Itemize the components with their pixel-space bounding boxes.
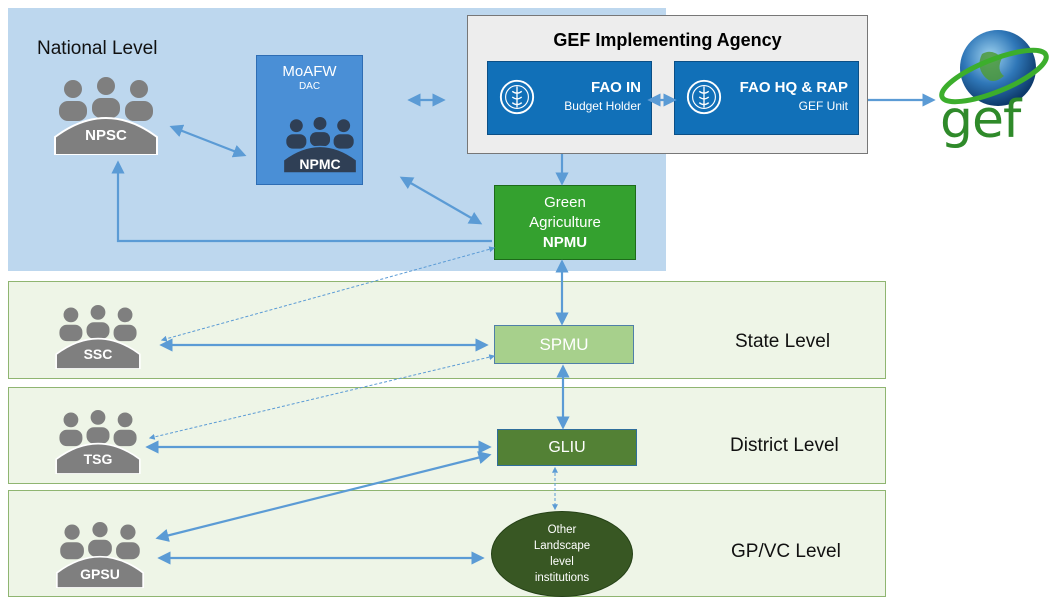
gp-level-label: GP/VC Level [731, 541, 841, 562]
npsc-committee-icon [53, 77, 159, 155]
npmc-committee-icon [282, 116, 358, 174]
budget-holder-label: Budget Holder [564, 99, 641, 113]
gliu-label: GLIU [548, 438, 586, 456]
arrow-npmu-npsc [111, 160, 492, 243]
dashed-arrow-spmu-tsg [148, 354, 496, 440]
arrow-npsc-npmc [169, 124, 247, 158]
gef-logo: gef [930, 20, 1050, 160]
fao-in-box: FAO IN Budget Holder [487, 61, 652, 135]
tsg-committee-icon [53, 410, 143, 474]
npmc-label: NPMC [299, 156, 341, 172]
gpsu-label: GPSU [80, 566, 120, 582]
dashed-arrow-npmu-ssc [160, 246, 496, 342]
fao-logo-icon [686, 79, 722, 115]
spmu-label: SPMU [539, 334, 589, 354]
other-landscape-institutions-ellipse: Other Landscape level institutions [491, 511, 633, 597]
other-line4: institutions [534, 572, 590, 584]
arrow-npmc-npmu [399, 176, 483, 225]
npmu-line2: Agriculture [529, 213, 601, 231]
moafw-label: MoAFW [282, 63, 337, 80]
gliu-box: GLIU [497, 429, 637, 466]
dac-label: DAC [298, 81, 321, 92]
fao-logo-icon [499, 79, 535, 115]
other-line2: Landscape [533, 540, 591, 552]
state-level-label: State Level [735, 331, 831, 352]
ssc-committee-icon [53, 305, 143, 369]
tsg-label: TSG [83, 451, 113, 467]
spmu-box: SPMU [494, 325, 634, 364]
globe-icon [939, 30, 1049, 106]
gpsu-committee-icon [53, 522, 147, 588]
other-line1: Other [547, 524, 577, 536]
fao-hq-box: FAO HQ & RAP GEF Unit [674, 61, 859, 135]
npmu-line1: Green [544, 193, 586, 211]
gef-logo-text: gef [940, 90, 1021, 150]
fao-in-label: FAO IN [590, 79, 641, 96]
ssc-label: SSC [83, 346, 113, 362]
national-level-label: National Level [37, 38, 158, 59]
npsc-label: NPSC [85, 127, 127, 144]
fao-hq-label: FAO HQ & RAP [739, 79, 848, 96]
arrow-gpsu-gliu [155, 451, 492, 542]
gef-agency-title: GEF Implementing Agency [553, 30, 782, 50]
other-line3: level [550, 556, 574, 568]
gef-unit-label: GEF Unit [798, 99, 848, 113]
district-level-label: District Level [730, 435, 839, 456]
npmu-label: NPMU [542, 233, 588, 251]
